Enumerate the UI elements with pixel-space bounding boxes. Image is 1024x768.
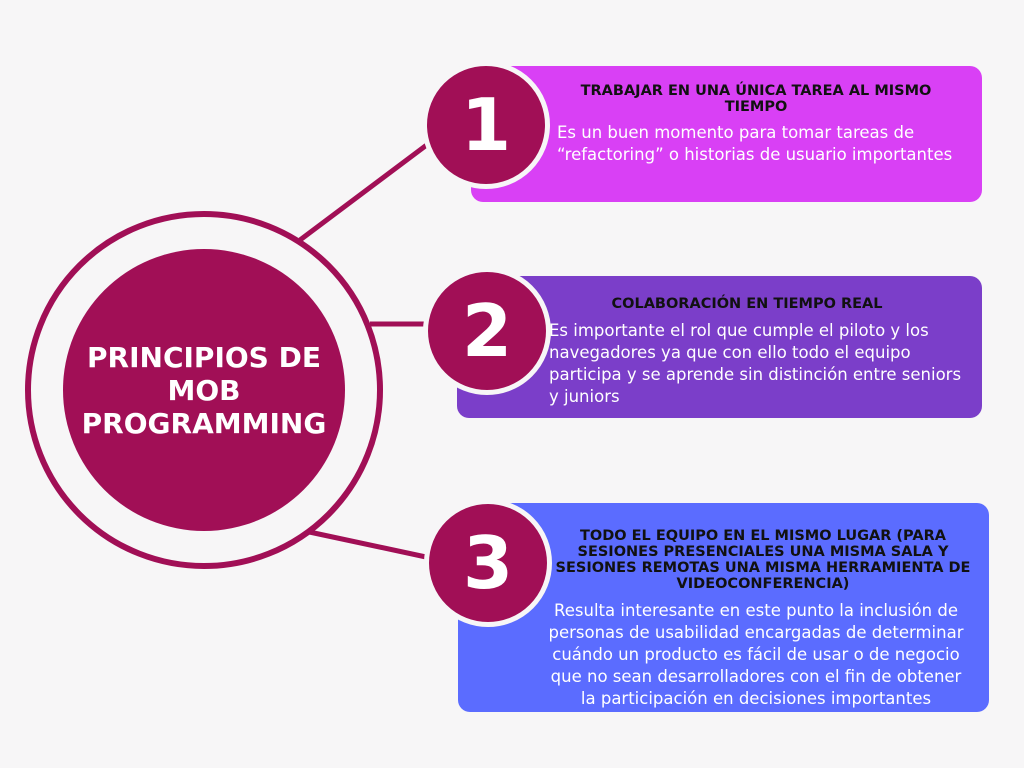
- principle-1-number: 1: [422, 61, 550, 189]
- hub-circle: PRINCIPIOS DE MOB PROGRAMMING: [63, 249, 345, 531]
- principle-3-title: TODO EL EQUIPO EN EL MISMO LUGAR (PARA S…: [555, 528, 971, 592]
- principle-1-text: Es un buen momento para tomar tareas de …: [557, 123, 953, 164]
- principle-1-title: TRABAJAR EN UNA ÚNICA TAREA AL MISMO TIE…: [580, 83, 932, 115]
- connector-line-1: [298, 133, 442, 242]
- connector-line-3: [299, 527, 441, 563]
- principle-2-title: COLABORACIÓN EN TIEMPO REAL: [611, 296, 883, 312]
- hub-title: PRINCIPIOS DE MOB PROGRAMMING: [81, 340, 327, 440]
- principle-card-1: TRABAJAR EN UNA ÚNICA TAREA AL MISMO TIE…: [471, 66, 982, 202]
- principle-3-text: Resulta interesante en este punto la inc…: [548, 601, 964, 708]
- principle-2-text: Es importante el rol que cumple el pilot…: [549, 321, 962, 406]
- principle-2-number: 2: [423, 267, 551, 395]
- principle-3-number: 3: [424, 499, 552, 627]
